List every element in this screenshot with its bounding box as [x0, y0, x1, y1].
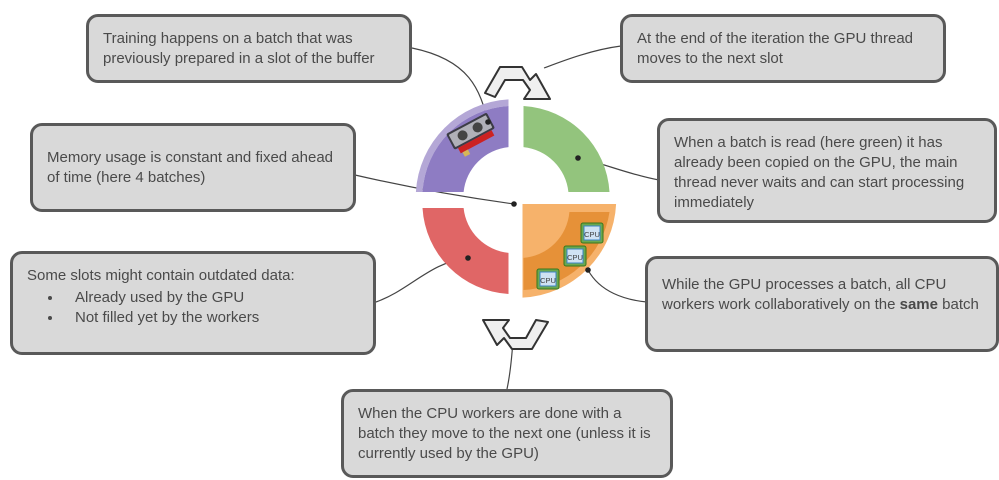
callout-batch-read-text: When a batch is read (here green) it has…	[674, 134, 965, 211]
callout-cpu-done: When the CPU workers are done with a bat…	[341, 389, 673, 478]
callout-gpu-processes-before: While the GPU processes a batch, all CPU…	[662, 276, 947, 313]
callout-gpu-processes-after: batch	[937, 296, 979, 313]
cpu-advance-arrow-icon	[482, 319, 549, 350]
gpu-card-icon	[446, 113, 495, 157]
callout-memory-text: Memory usage is constant and fixed ahead…	[47, 149, 334, 186]
outdated-reason: Already used by the GPU	[63, 288, 359, 308]
connector-iteration-end	[543, 45, 622, 69]
callout-gpu-processes: While the GPU processes a batch, all CPU…	[645, 256, 999, 352]
cpu-chip-icon: CPU	[580, 222, 604, 244]
gpu-slot	[415, 99, 509, 192]
connector-dots	[465, 119, 591, 273]
cpu-chip-icon: CPU	[563, 245, 587, 267]
cpu-chip-icons: CPU CPU CPU	[536, 222, 604, 290]
callout-training: Training happens on a batch that was pre…	[86, 14, 412, 83]
svg-text:CPU: CPU	[567, 253, 583, 262]
callout-cpu-done-text: When the CPU workers are done with a bat…	[358, 405, 651, 462]
svg-text:CPU: CPU	[540, 276, 556, 285]
buffer-ring	[415, 99, 617, 298]
cpu-chip-icon: CPU	[536, 268, 560, 290]
outdated-reason: Not filled yet by the workers	[63, 308, 359, 328]
connector-gpu-processes	[587, 269, 648, 303]
ready-slot	[523, 106, 610, 192]
callout-training-text: Training happens on a batch that was pre…	[103, 30, 375, 67]
callout-batch-read: When a batch is read (here green) it has…	[657, 118, 997, 223]
outdated-reasons-list: Already used by the GPU Not filled yet b…	[27, 288, 359, 328]
callout-gpu-processes-emphasis: same	[899, 296, 938, 313]
callout-outdated: Some slots might contain outdated data: …	[10, 251, 376, 355]
gpu-advance-arrow-icon	[484, 66, 551, 100]
callout-iteration-end-text: At the end of the iteration the GPU thre…	[637, 30, 914, 67]
callout-outdated-intro: Some slots might contain outdated data:	[27, 267, 295, 284]
outdated-slot	[422, 208, 509, 294]
connector-memory	[354, 174, 515, 205]
callout-memory: Memory usage is constant and fixed ahead…	[30, 123, 356, 212]
callout-iteration-end: At the end of the iteration the GPU thre…	[620, 14, 946, 83]
svg-text:CPU: CPU	[584, 230, 600, 239]
